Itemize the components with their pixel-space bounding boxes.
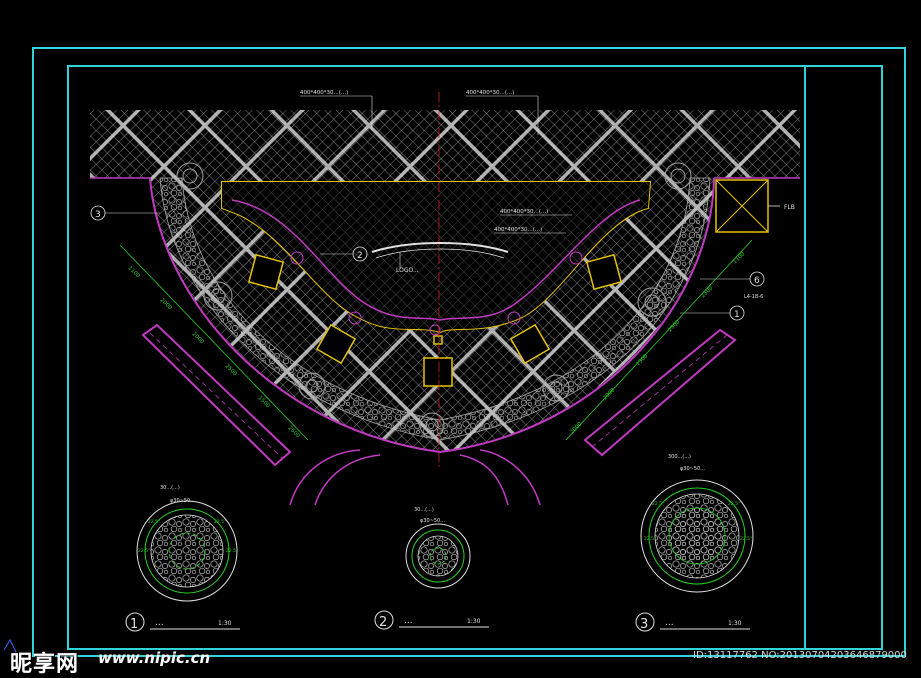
svg-text:22.5°: 22.5°: [652, 501, 664, 507]
dim-right-4: 2500: [667, 319, 681, 333]
svg-text:3: 3: [640, 617, 648, 632]
dim-left-5: 1500: [257, 395, 271, 409]
detail-1-note: 30...(...): [160, 485, 180, 491]
detail-3: 300...(...) φ30~50...: [640, 454, 754, 593]
center-label-1: 400*400*30...(...): [500, 209, 548, 215]
watermark-logo: 昵享网: [10, 652, 80, 677]
top-label-right: 400*400*30...(...): [466, 90, 514, 96]
logo-arc: [371, 242, 509, 253]
inner-plaza-wave: [231, 199, 641, 321]
detail-3-subnote: φ30~50...: [680, 466, 705, 472]
detail-3-note: 300...(...): [668, 454, 691, 460]
svg-text:3: 3: [95, 210, 101, 220]
dim-left-2: 2000: [159, 297, 173, 311]
dim-right-6: 1100: [732, 251, 746, 265]
watermark-url: www.nipic.cn: [98, 649, 211, 667]
inner-frame: [67, 65, 883, 650]
planters: [247, 253, 623, 387]
callout-6-right: 6 L4-1B-6: [700, 271, 765, 300]
detail-1: 30...(...) φ30~50...: [136, 485, 238, 602]
svg-text:L4-1B-6: L4-1B-6: [744, 294, 763, 300]
dim-right-2: 2000: [602, 387, 616, 401]
dim-left-3: 2000: [191, 331, 205, 345]
svg-text:6: 6: [754, 276, 760, 286]
outer-boundary: [149, 177, 715, 454]
svg-text:1: 1: [734, 310, 740, 320]
svg-text:2: 2: [357, 251, 363, 261]
right-tag: FLB: [784, 204, 795, 211]
svg-text:22.5°: 22.5°: [740, 536, 752, 542]
svg-text:1:30: 1:30: [218, 620, 232, 627]
detail-title-3: 3 ... 1:30: [635, 612, 750, 632]
planting-strip-right: [583, 328, 737, 457]
detail-2-note: 30...(...): [414, 507, 434, 513]
walkway-left: [289, 449, 361, 506]
outer-frame: [32, 47, 906, 657]
detail-2: 30...(...) φ30~50...: [405, 507, 471, 589]
svg-text:22.5°: 22.5°: [226, 548, 238, 554]
svg-text:1: 1: [130, 617, 138, 632]
walkway-right: [479, 449, 541, 506]
callout-1-right: 1: [680, 305, 745, 321]
gravel-belt: [159, 177, 711, 441]
dimension-chain-left: [119, 244, 309, 441]
detail-title-2: 2 ... 1:30: [374, 610, 489, 630]
svg-text:...: ...: [404, 616, 413, 626]
top-label-left: 400*400*30...(...): [300, 90, 348, 96]
svg-text:1:30: 1:30: [728, 620, 742, 627]
svg-text:...: ...: [155, 618, 164, 628]
detail-2-subnote: φ30~50...: [420, 518, 445, 524]
dimension-chain-right: [565, 239, 753, 441]
logo-label: LOGO...: [396, 267, 419, 274]
dim-left-6: 2500: [287, 425, 301, 439]
callout-2-center: 2: [320, 246, 368, 262]
dim-right-3: 1500: [635, 353, 649, 367]
callout-3-left: 3: [90, 205, 160, 221]
planting-strip-left: [141, 323, 292, 467]
dim-left-1: 1100: [127, 265, 141, 279]
dim-right-5: 2500: [700, 285, 714, 299]
svg-text:1:30: 1:30: [467, 618, 481, 625]
detail-1-subnote: φ30~50...: [170, 498, 195, 504]
corner-mark: [3, 638, 17, 653]
svg-text:22.5°: 22.5°: [214, 519, 226, 525]
svg-text:22.5°: 22.5°: [728, 501, 740, 507]
watermark-id: ID:13117762 NO:20130704203646879000: [693, 650, 907, 661]
center-label-2: 400*400*30...(...): [494, 227, 542, 233]
svg-text:22.5°: 22.5°: [138, 548, 150, 554]
ring-ticks: 22.5° 22.5° 22.5° 22.5° 22.5° 22.5° 22.5…: [138, 501, 752, 554]
svg-text:22.5°: 22.5°: [644, 536, 656, 542]
svg-text:22.5°: 22.5°: [148, 519, 160, 525]
svg-text:...: ...: [665, 618, 674, 628]
trees: [176, 162, 692, 438]
svg-text:2: 2: [379, 615, 387, 630]
detail-title-1: 1 ... 1:30: [125, 612, 240, 632]
